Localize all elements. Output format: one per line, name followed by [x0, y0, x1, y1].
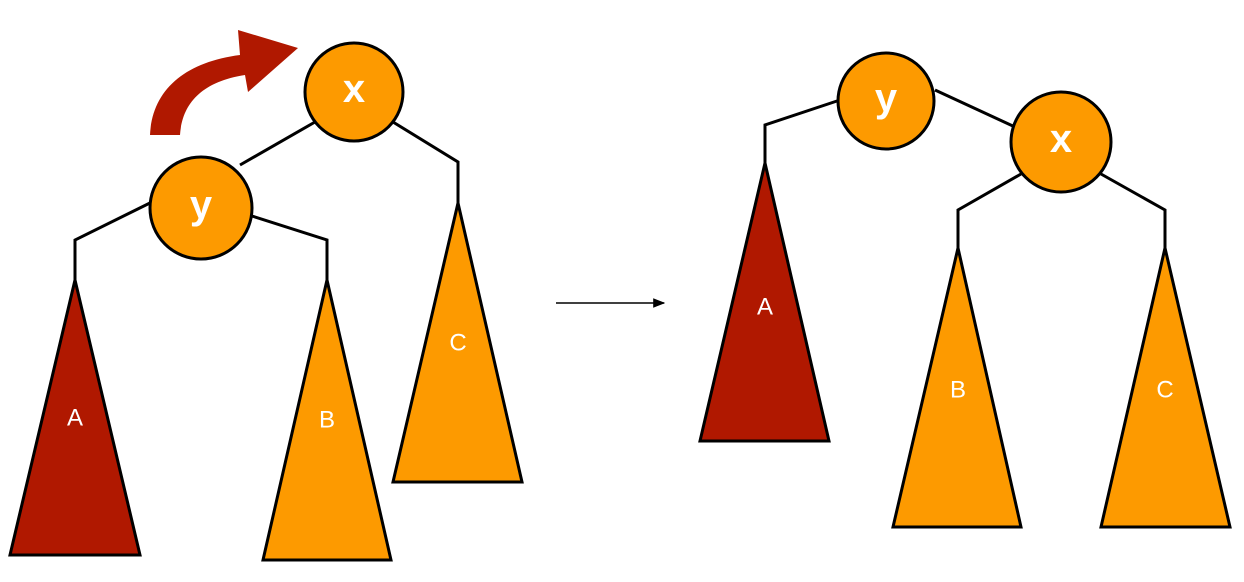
- node-x-circle: [1009, 90, 1113, 194]
- before-node-x: x: [303, 41, 405, 143]
- subtree-a-label: A: [67, 405, 83, 432]
- subtree-c-triangle: [391, 202, 524, 484]
- edge-x-c: [392, 120, 460, 205]
- subtree-b-triangle: [261, 279, 393, 562]
- node-x-circle: [303, 41, 405, 143]
- edge-y-x: [934, 88, 1016, 129]
- before-subtree-b: B: [261, 279, 393, 562]
- node-y-circle: [148, 155, 254, 261]
- subtree-b-label: B: [319, 407, 335, 434]
- subtree-a-triangle: [8, 279, 142, 557]
- subtree-a-triangle: [698, 162, 831, 443]
- edge-y-a: [763, 98, 841, 165]
- subtree-c-triangle: [1099, 247, 1232, 529]
- before-subtree-a: A: [8, 279, 142, 557]
- before-node-y: y: [148, 155, 254, 261]
- edge-y-b: [251, 214, 329, 282]
- after-subtree-b: B: [891, 247, 1023, 529]
- subtree-b-label: B: [950, 377, 966, 404]
- before-subtree-c: C: [391, 202, 524, 484]
- edge-x-b: [956, 172, 1022, 250]
- after-node-y: y: [836, 51, 936, 151]
- node-x-label: x: [343, 67, 365, 111]
- after-subtree-c: C: [1099, 247, 1232, 529]
- node-y-label: y: [190, 183, 213, 227]
- node-y-label: y: [875, 76, 898, 120]
- subtree-a-label: A: [757, 294, 773, 321]
- after-node-x: x: [1009, 90, 1113, 194]
- curved-arrow-right-icon: [150, 30, 298, 135]
- rotation-arrow-body: [150, 30, 298, 135]
- edge-x-y: [239, 120, 316, 167]
- subtree-c-label: C: [449, 330, 466, 357]
- subtree-c-label: C: [1156, 377, 1173, 404]
- after-tree: A B C y x: [698, 51, 1232, 529]
- node-y-circle: [836, 51, 936, 151]
- after-subtree-a: A: [698, 162, 831, 443]
- edge-x-c: [1100, 172, 1167, 250]
- edge-y-a: [73, 198, 157, 282]
- subtree-b-triangle: [891, 247, 1023, 529]
- node-x-label: x: [1050, 117, 1072, 161]
- before-tree: A B C x y: [8, 30, 524, 562]
